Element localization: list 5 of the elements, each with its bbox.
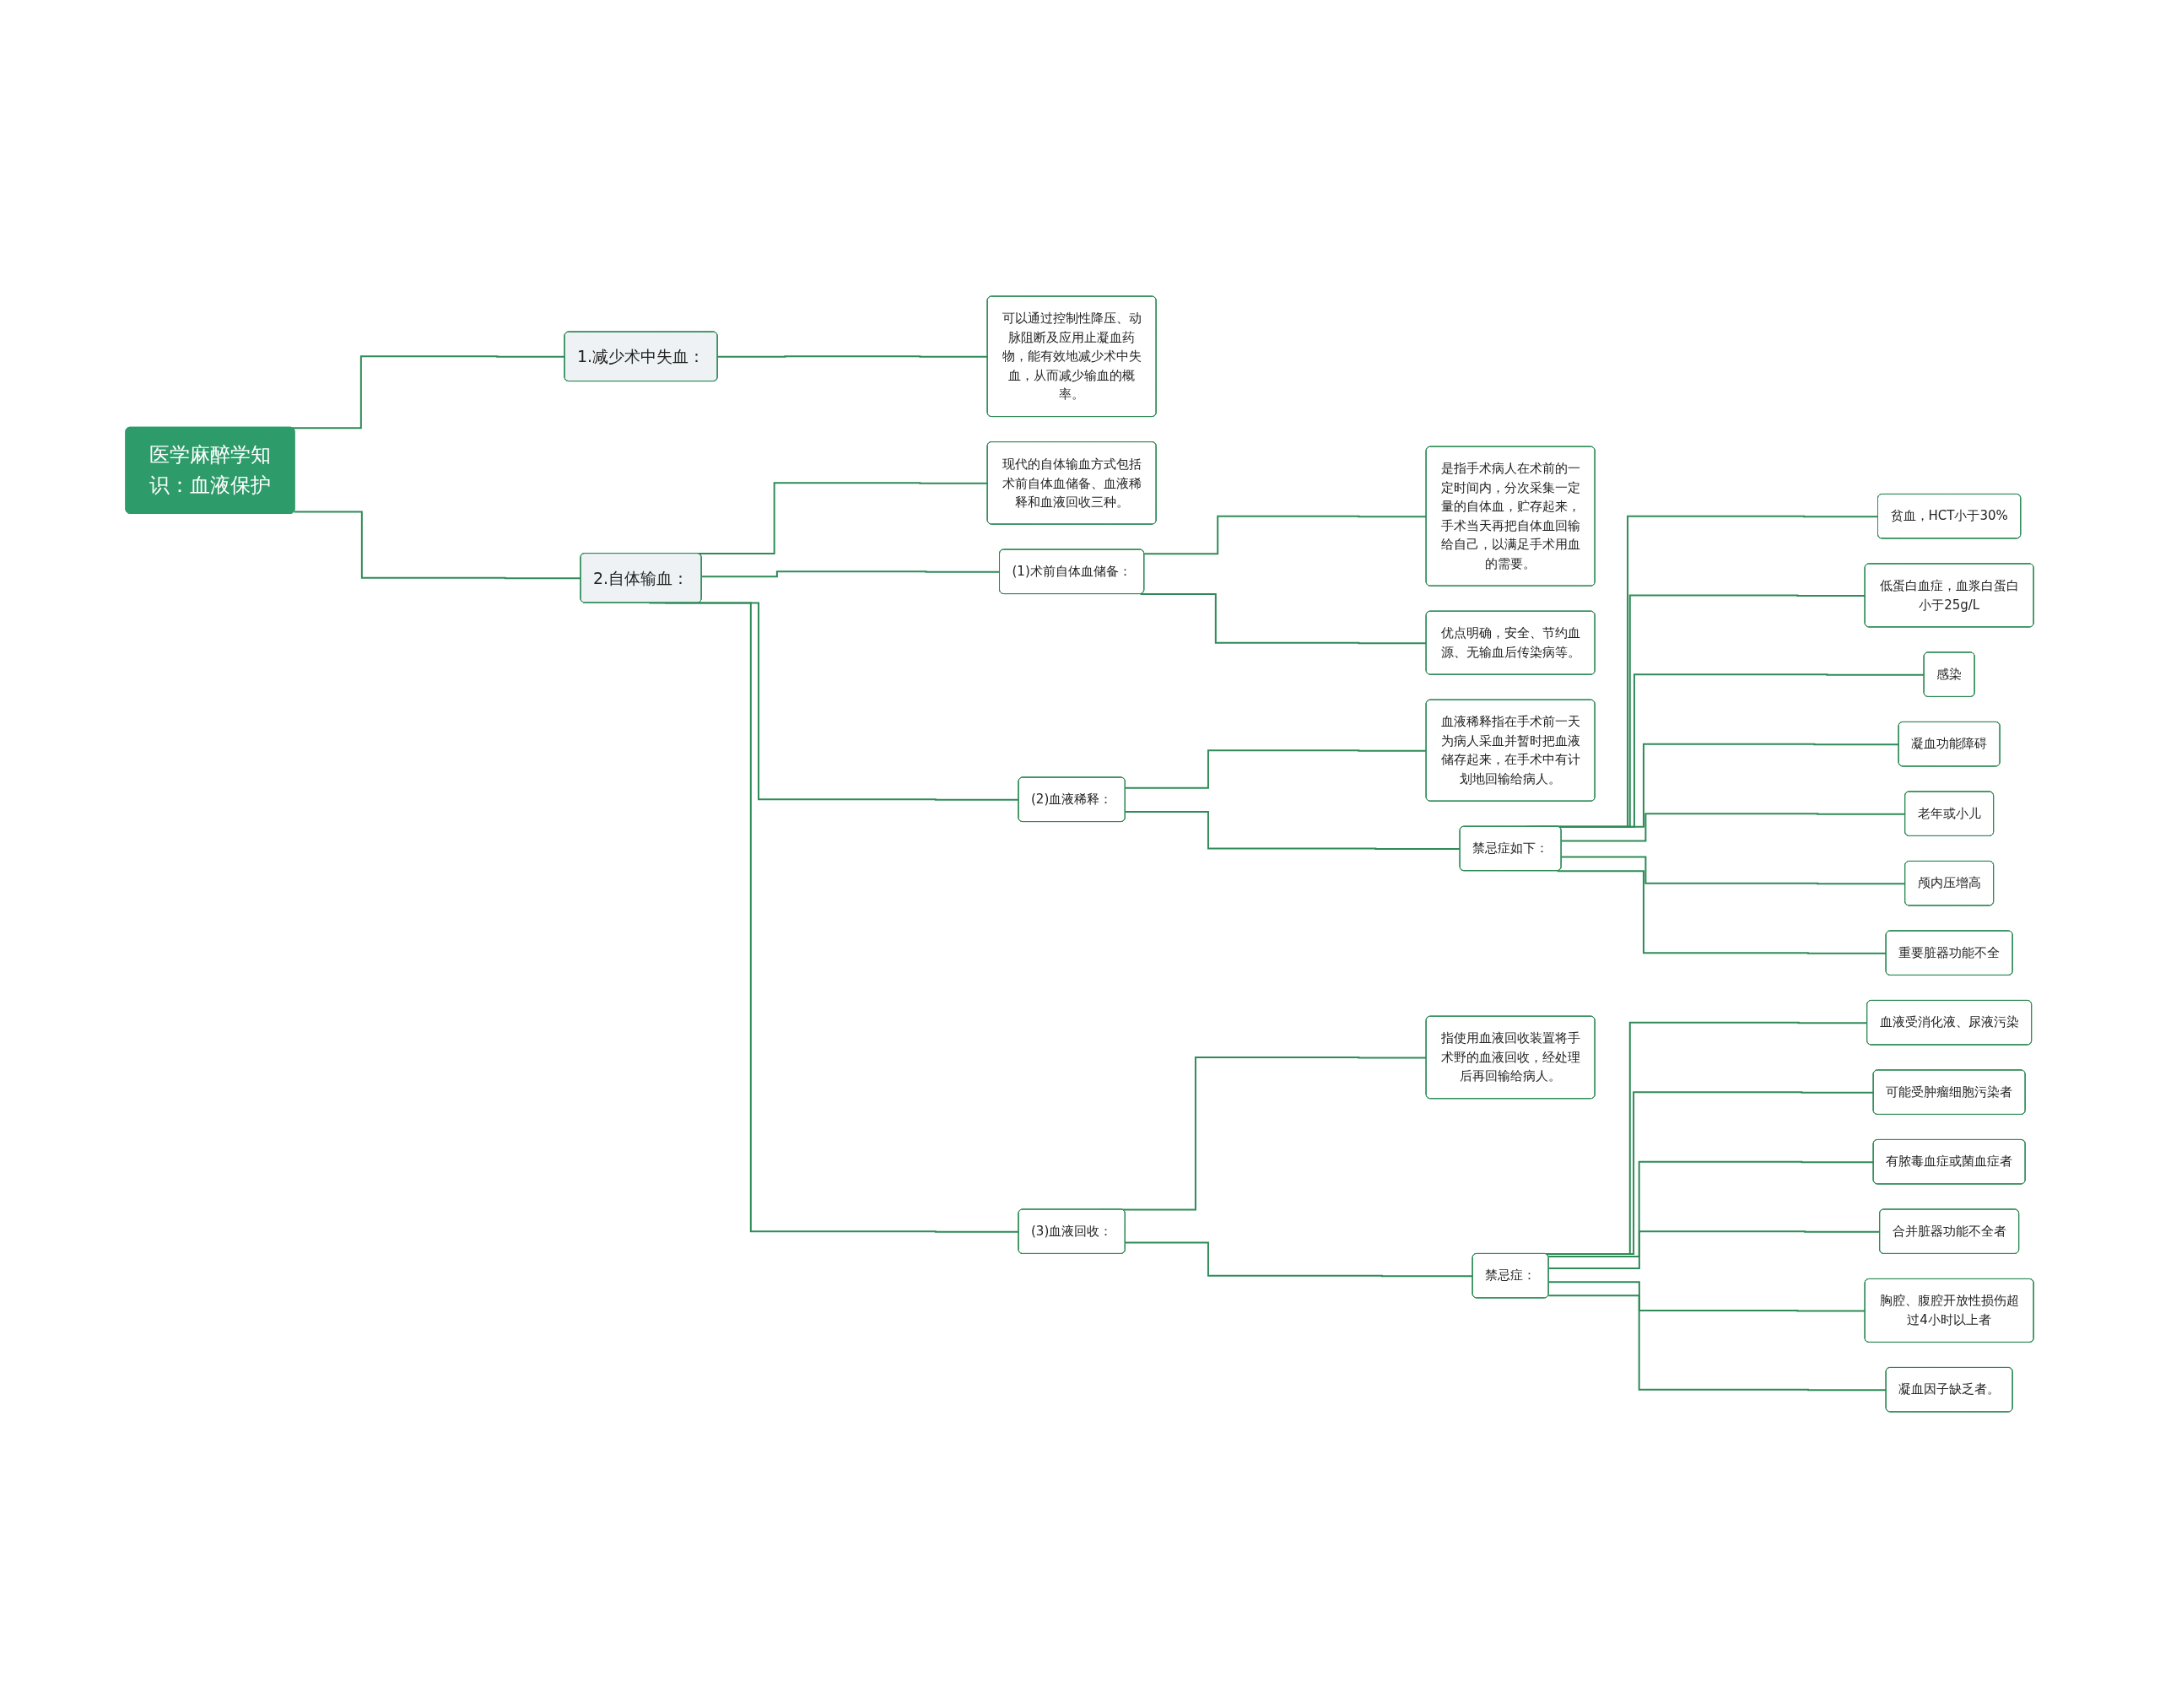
connector (1561, 856, 1907, 885)
connector (1561, 813, 1907, 842)
connector (294, 511, 582, 580)
connector (1548, 1230, 1882, 1270)
connector (292, 355, 566, 430)
